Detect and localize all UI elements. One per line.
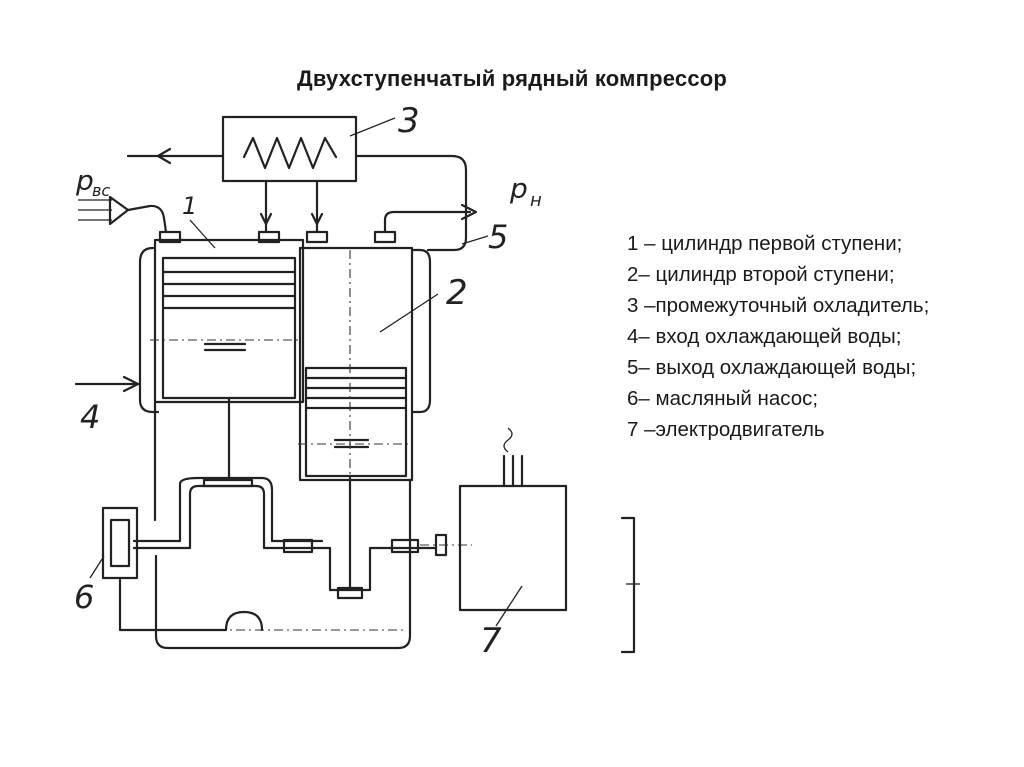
callout-6: 6 [74, 578, 94, 616]
leader-6 [89, 555, 105, 579]
leader-2 [379, 293, 439, 333]
bracket [620, 516, 636, 654]
valve-3 [305, 230, 329, 244]
discharge-out-arrow [460, 203, 478, 221]
leader-3 [349, 117, 396, 137]
callout-7: 7 [480, 621, 502, 661]
discharge-pipe [383, 210, 472, 234]
leader-5 [461, 235, 489, 245]
valve-1 [158, 230, 182, 244]
legend-item: 6– масляный насос; [627, 387, 819, 410]
callout-4: 4 [80, 398, 100, 436]
intercooler-return [354, 154, 468, 252]
drop-arrow-b [310, 212, 324, 226]
legend-item: 3 –промежуточный охладитель; [627, 294, 930, 317]
callout-5: 5 [488, 218, 508, 256]
leader-1 [189, 219, 216, 249]
pressure-in-sub: вс [92, 181, 110, 200]
piston-2 [304, 366, 408, 478]
valve-4 [373, 230, 397, 244]
oil-filter [224, 610, 264, 632]
water-in-arrow [122, 375, 140, 393]
intercooler-coil [242, 136, 338, 170]
legend-item: 5– выход охлаждающей воды; [627, 356, 917, 379]
cooling-jacket [138, 246, 160, 414]
leader-7 [495, 585, 523, 627]
cylinder-1-body [153, 238, 305, 404]
intercooler-box [221, 115, 358, 183]
pressure-out-label: p [509, 172, 528, 205]
crankshaft [132, 484, 438, 592]
pressure-out-sub: н [530, 190, 542, 211]
legend-item: 1 – цилиндр первой ступени; [627, 232, 903, 255]
power-symbol [503, 427, 513, 453]
suction-filter [108, 195, 130, 226]
legend-item: 7 –электродвигатель [627, 418, 825, 441]
callout-1: 1 [182, 192, 197, 220]
drop-arrow-a [259, 212, 273, 226]
slide-title: Двухступенчатый рядный компрессор [296, 66, 728, 91]
discharge-arrow [156, 147, 172, 165]
pressure-in-label: p [75, 164, 94, 197]
electric-motor [458, 484, 568, 612]
legend: 1 – цилиндр первой ступени; 2– цилиндр в… [627, 228, 1007, 445]
cylinder-2-body [298, 246, 414, 482]
piston-1 [161, 256, 297, 400]
legend-item: 2– цилиндр второй ступени; [627, 263, 895, 286]
legend-item: 4– вход охлаждающей воды; [627, 325, 902, 348]
callout-2: 2 [446, 273, 468, 313]
oil-pump [101, 506, 139, 580]
valve-2 [257, 230, 281, 244]
callout-3: 3 [398, 101, 420, 141]
